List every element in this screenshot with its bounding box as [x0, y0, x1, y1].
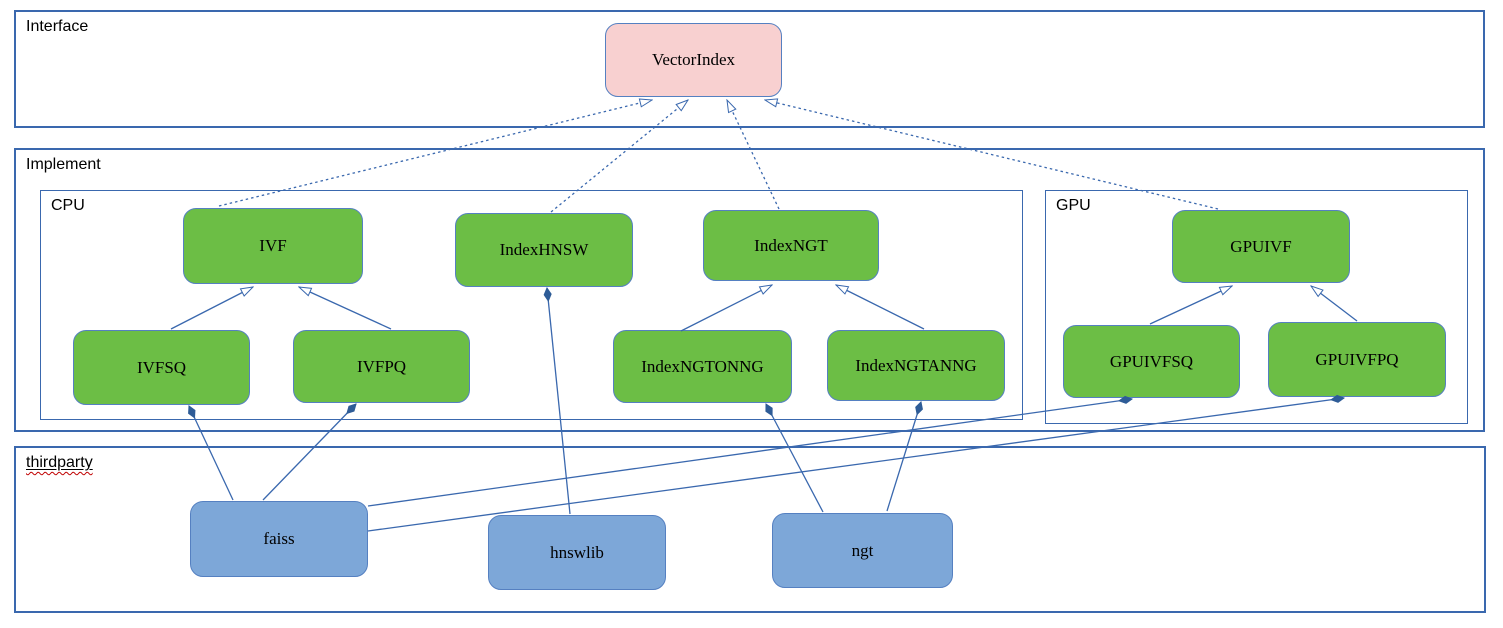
node-ivf[interactable]: IVF: [183, 208, 363, 284]
node-indexhnsw[interactable]: IndexHNSW: [455, 213, 633, 287]
node-gpuivf[interactable]: GPUIVF: [1172, 210, 1350, 283]
node-ngt[interactable]: ngt: [772, 513, 953, 588]
node-ivf-label: IVF: [259, 236, 287, 255]
node-indexngtanng-label: IndexNGTANNG: [855, 355, 977, 375]
node-faiss[interactable]: faiss: [190, 501, 368, 577]
spellcheck-underline: thirdparty: [26, 454, 93, 471]
node-ivfsq-label: IVFSQ: [136, 357, 187, 377]
container-thirdparty-label: thirdparty: [26, 454, 93, 472]
node-indexngtonng[interactable]: IndexNGTONNG: [613, 330, 792, 403]
container-interface-label: Interface: [26, 18, 89, 35]
node-gpuivfpq-label: GPUIVFPQ: [1315, 349, 1399, 369]
node-indexngt[interactable]: IndexNGT: [703, 210, 879, 281]
node-vectorindex-label: VectorIndex: [651, 50, 736, 69]
node-indexngt-label: IndexNGT: [754, 235, 828, 255]
node-vectorindex[interactable]: VectorIndex: [605, 23, 782, 97]
node-hnswlib[interactable]: hnswlib: [488, 515, 666, 590]
node-gpuivfsq[interactable]: GPUIVFSQ: [1063, 325, 1240, 398]
node-faiss-label: faiss: [263, 529, 295, 548]
node-ngt-label: ngt: [851, 540, 874, 560]
node-indexhnsw-label: IndexHNSW: [499, 240, 589, 259]
node-indexngtanng[interactable]: IndexNGTANNG: [827, 330, 1005, 401]
node-ivfpq[interactable]: IVFPQ: [293, 330, 470, 403]
container-gpu-label: GPU: [1056, 197, 1091, 214]
node-ivfsq[interactable]: IVFSQ: [73, 330, 250, 405]
node-hnswlib-label: hnswlib: [550, 542, 604, 562]
node-ivfpq-label: IVFPQ: [356, 356, 407, 376]
node-gpuivfpq[interactable]: GPUIVFPQ: [1268, 322, 1446, 397]
container-cpu-label: CPU: [51, 197, 85, 214]
node-gpuivfsq-label: GPUIVFSQ: [1109, 351, 1194, 371]
container-implement-label: Implement: [26, 156, 101, 173]
node-gpuivf-label: GPUIVF: [1230, 236, 1292, 256]
node-indexngtonng-label: IndexNGTONNG: [641, 356, 764, 376]
